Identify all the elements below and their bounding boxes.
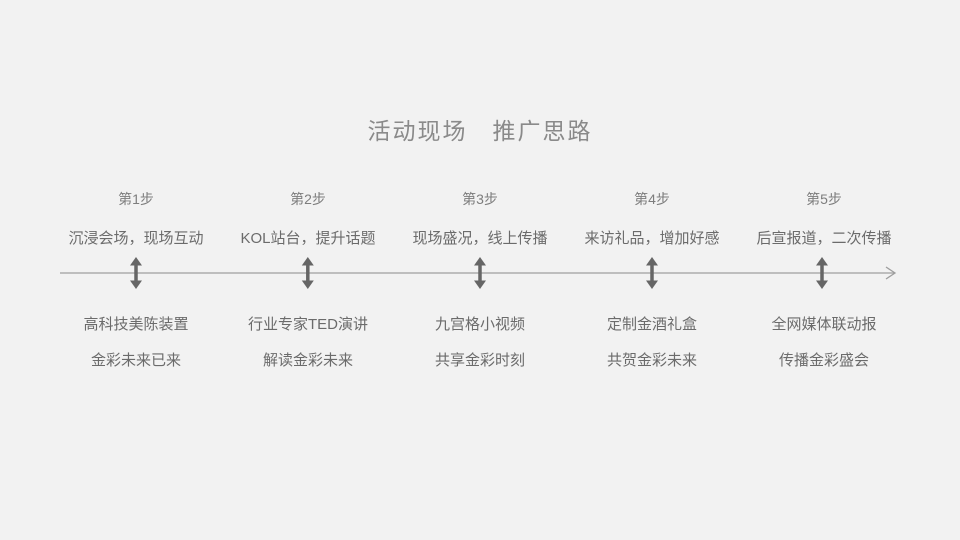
double-vertical-arrow-icon [816, 257, 828, 289]
step-4-label: 第4步 [634, 191, 670, 207]
step-headlines-row: 沉浸会场，现场互动 KOL站台，提升话题 现场盛况，线上传播 来访礼品，增加好感… [50, 227, 910, 248]
step-3-point1: 九宫格小视频 [434, 316, 525, 333]
step-2-label: 第2步 [290, 191, 326, 207]
double-vertical-arrow-icon [474, 257, 486, 289]
step-1-point1: 高科技美陈装置 [83, 316, 189, 333]
double-vertical-arrow-icon [646, 257, 658, 289]
step-3-headline: 现场盛况，线上传播 [412, 230, 548, 247]
step-3-point2: 共享金彩时刻 [434, 352, 525, 369]
step-2-point2: 解读金彩未来 [262, 352, 353, 369]
right-arrow-icon [885, 266, 897, 280]
page-title: 活动现场 推广思路 [367, 118, 593, 144]
step-4-headline: 来访礼品，增加好感 [584, 230, 720, 247]
step-5-label: 第5步 [806, 191, 842, 207]
double-vertical-arrow-icon [130, 257, 142, 289]
step-2-headline: KOL站台，提升话题 [240, 230, 376, 247]
step-5-headline: 后宣报道，二次传播 [756, 230, 892, 247]
step-5-point2: 传播金彩盛会 [778, 352, 869, 369]
timeline-axis [60, 257, 897, 289]
step-1-headline: 沉浸会场，现场互动 [68, 230, 204, 247]
step-4-point2: 共贺金彩未来 [606, 352, 697, 369]
step-1-point2: 金彩未来已来 [90, 352, 181, 369]
step-4-point1: 定制金酒礼盒 [606, 316, 697, 333]
step-point1-row: 高科技美陈装置 行业专家TED演讲 九宫格小视频 定制金酒礼盒 全网媒体联动报 [50, 313, 910, 334]
step-2-point1: 行业专家TED演讲 [247, 316, 368, 333]
step-5-point1: 全网媒体联动报 [771, 316, 877, 333]
step-labels-row: 第1步 第2步 第3步 第4步 第5步 [50, 189, 910, 209]
step-1-label: 第1步 [118, 191, 154, 207]
step-3-label: 第3步 [462, 191, 498, 207]
double-vertical-arrow-icon [301, 257, 314, 289]
step-point2-row: 金彩未来已来 解读金彩未来 共享金彩时刻 共贺金彩未来 传播金彩盛会 [50, 349, 910, 370]
